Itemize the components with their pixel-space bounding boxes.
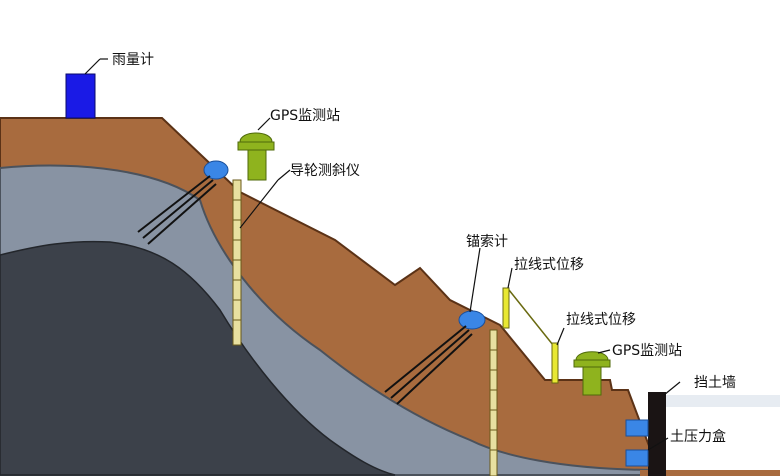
inclinometer-tube-top bbox=[232, 179, 242, 346]
retaining-wall bbox=[648, 392, 666, 476]
inclinometer-tube-bottom bbox=[489, 329, 498, 476]
earth-pressure-box-2 bbox=[625, 449, 649, 467]
anchor-sensor-bottom bbox=[458, 310, 486, 330]
gps-station-bottom-label: GPS监测站 bbox=[612, 343, 682, 359]
anchor-sensor-top bbox=[203, 160, 229, 180]
lower-ground bbox=[640, 470, 780, 476]
anchor-cables-bottom bbox=[384, 325, 473, 405]
rain-gauge-leader bbox=[84, 58, 101, 75]
right-ground-strip bbox=[660, 395, 780, 407]
anchor-cables-top bbox=[137, 175, 217, 245]
bedrock-layer bbox=[0, 240, 396, 476]
gps-station-top-label: GPS监测站 bbox=[270, 108, 340, 124]
earth-pressure-box-label: 土压力盒 bbox=[670, 428, 726, 445]
retaining-wall-label: 挡土墙 bbox=[694, 375, 736, 391]
inclinometer-label: 导轮测斜仪 bbox=[290, 163, 360, 179]
anchor-meter-label: 锚索计 bbox=[466, 233, 508, 250]
earth-pressure-box-1 bbox=[625, 419, 649, 437]
wire-1 bbox=[508, 289, 554, 346]
wire-displacement-label-1: 拉线式位移 bbox=[514, 257, 584, 273]
gps-station-top bbox=[237, 132, 275, 181]
gps-station-bottom bbox=[573, 351, 611, 396]
wire-displacement-post-1 bbox=[502, 287, 510, 329]
rain-gauge bbox=[65, 73, 96, 119]
rain-gauge-label: 雨量计 bbox=[112, 52, 154, 68]
wire-displacement-label-2: 拉线式位移 bbox=[566, 312, 636, 328]
wire-displacement-post-2 bbox=[551, 342, 559, 384]
